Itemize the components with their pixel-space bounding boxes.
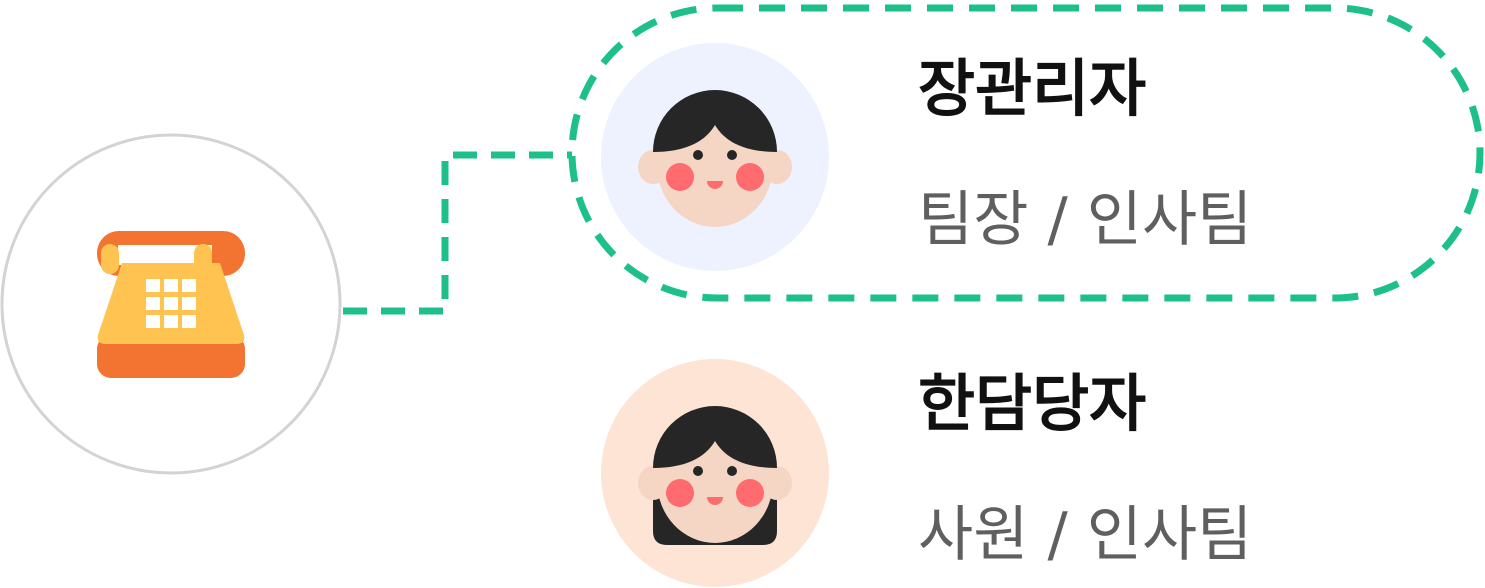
avatar-staff (601, 359, 829, 587)
connector-line (343, 151, 572, 315)
contact-role: 팀장 / 인사팀 (918, 185, 1253, 255)
avatar-manager (601, 43, 829, 271)
highlight-outline (568, 4, 1484, 302)
caller-node (0, 133, 342, 475)
contact-name: 한담당자 (918, 367, 1147, 440)
telephone-icon (97, 231, 245, 378)
contact-role: 사원 / 인사팀 (918, 500, 1253, 570)
contact-name: 장관리자 (918, 52, 1147, 125)
